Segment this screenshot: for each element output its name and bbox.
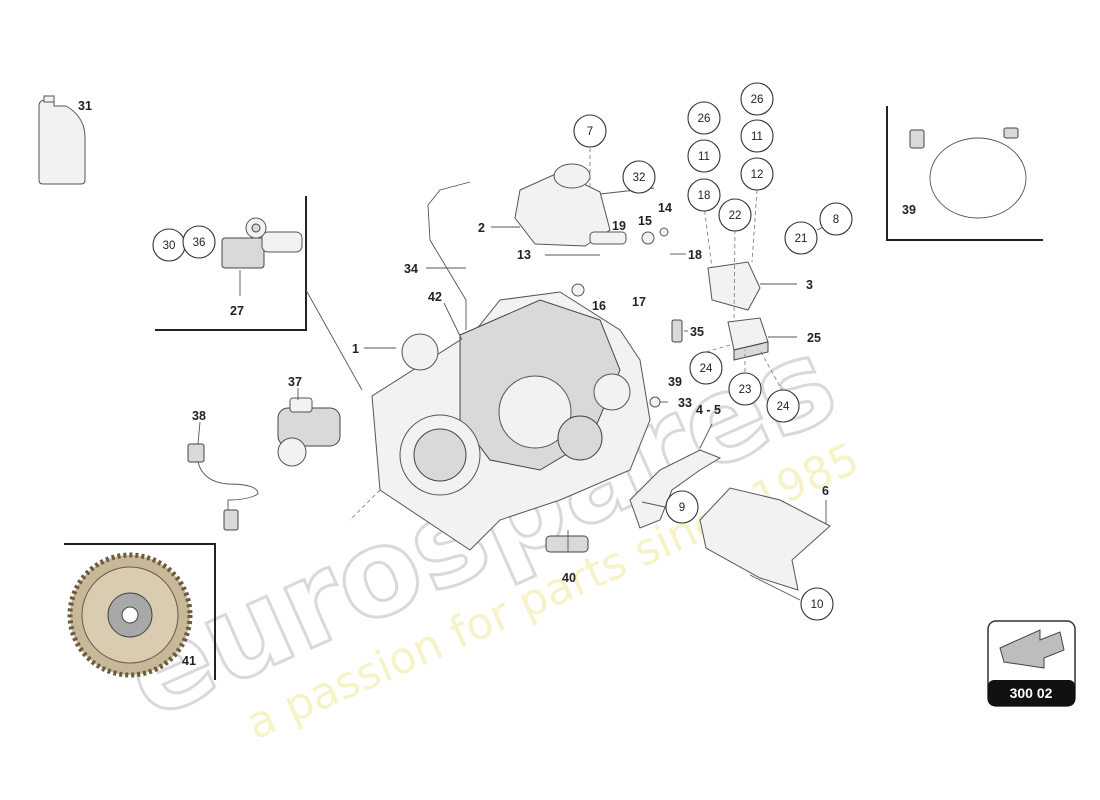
label-3: 3 bbox=[806, 278, 813, 292]
circle-label-21: 21 bbox=[784, 221, 818, 255]
label-19: 19 bbox=[612, 219, 626, 233]
label-39-main: 39 bbox=[668, 375, 682, 389]
svg-text:18: 18 bbox=[698, 190, 711, 202]
label-38: 38 bbox=[192, 409, 206, 423]
inset-frame-sensor bbox=[155, 196, 307, 331]
heat-shield-icon bbox=[699, 487, 831, 591]
circle-label-11-right: 11 bbox=[740, 119, 774, 153]
circle-label-8: 8 bbox=[819, 202, 853, 236]
svg-text:24: 24 bbox=[777, 401, 790, 413]
inset-frame-gear bbox=[64, 543, 216, 680]
bolt-icon-14 bbox=[659, 227, 669, 237]
svg-text:10: 10 bbox=[811, 599, 824, 611]
svg-text:26: 26 bbox=[751, 94, 764, 106]
label-6: 6 bbox=[822, 484, 829, 498]
leader-lines bbox=[197, 187, 827, 601]
gearwheel-icon bbox=[67, 552, 193, 678]
circle-label-26-left: 26 bbox=[687, 101, 721, 135]
washer-icon-15 bbox=[641, 231, 655, 245]
rubber-mount-icon bbox=[727, 317, 769, 361]
svg-text:9: 9 bbox=[679, 502, 685, 514]
badge-code-text: 300 02 bbox=[1010, 685, 1053, 701]
label-13: 13 bbox=[517, 248, 531, 262]
svg-text:23: 23 bbox=[739, 384, 752, 396]
circle-label-18: 18 bbox=[687, 178, 721, 212]
label-41: 41 bbox=[182, 654, 196, 668]
label-18: 18 bbox=[688, 248, 702, 262]
arrow-icon bbox=[999, 629, 1065, 669]
circle-label-11-left: 11 bbox=[687, 139, 721, 173]
circle-label-22: 22 bbox=[718, 198, 752, 232]
circle-label-12: 12 bbox=[740, 157, 774, 191]
svg-text:7: 7 bbox=[587, 126, 593, 138]
label-1: 1 bbox=[352, 342, 359, 356]
label-14: 14 bbox=[658, 201, 672, 215]
label-33: 33 bbox=[678, 396, 692, 410]
dashed-guides bbox=[349, 148, 784, 521]
circle-label-32: 32 bbox=[622, 160, 656, 194]
breather-pipe-icon bbox=[427, 181, 471, 330]
label-34: 34 bbox=[404, 262, 418, 276]
label-25: 25 bbox=[807, 331, 821, 345]
svg-text:22: 22 bbox=[729, 210, 742, 222]
label-15: 15 bbox=[638, 214, 652, 228]
svg-text:21: 21 bbox=[795, 233, 808, 245]
support-bracket-icon bbox=[629, 449, 722, 529]
label-31: 31 bbox=[78, 99, 92, 113]
circle-label-24-right: 24 bbox=[766, 389, 800, 423]
oil-bottle-icon bbox=[38, 95, 86, 185]
svg-text:12: 12 bbox=[751, 169, 764, 181]
svg-text:36: 36 bbox=[193, 237, 206, 249]
circle-label-30: 30 bbox=[152, 228, 186, 262]
circle-label-26-right: 26 bbox=[740, 82, 774, 116]
page-code-badge[interactable]: 300 02 bbox=[987, 620, 1076, 707]
plug-icon-33 bbox=[649, 396, 661, 408]
svg-text:30: 30 bbox=[163, 240, 176, 252]
svg-text:32: 32 bbox=[633, 172, 646, 184]
circled-part-labels: 7 8 9 10 11 11 12 18 21 22 23 24 24 26 2… bbox=[152, 82, 853, 621]
circle-label-7: 7 bbox=[573, 114, 607, 148]
seal-icon-16 bbox=[571, 283, 585, 297]
circle-label-24-left: 24 bbox=[689, 351, 723, 385]
svg-text:26: 26 bbox=[698, 113, 711, 125]
svg-text:11: 11 bbox=[698, 151, 710, 163]
svg-text:8: 8 bbox=[833, 214, 839, 226]
badge-code-bar bbox=[988, 680, 1075, 706]
starter-motor-icon bbox=[277, 397, 341, 467]
inset-frame-wiring bbox=[886, 106, 1043, 241]
label-42: 42 bbox=[428, 290, 442, 304]
circle-label-23: 23 bbox=[728, 372, 762, 406]
svg-text:24: 24 bbox=[700, 363, 713, 375]
label-37: 37 bbox=[288, 375, 302, 389]
circle-label-10: 10 bbox=[800, 587, 834, 621]
position-sensor-icon bbox=[221, 217, 303, 269]
label-16: 16 bbox=[592, 299, 606, 313]
label-17: 17 bbox=[632, 295, 646, 309]
label-4-5: 4 - 5 bbox=[696, 403, 721, 417]
circle-label-36: 36 bbox=[182, 225, 216, 259]
label-40: 40 bbox=[562, 571, 576, 585]
label-27: 27 bbox=[230, 304, 244, 318]
gear-selector-unit-icon bbox=[514, 163, 627, 247]
label-35: 35 bbox=[690, 325, 704, 339]
circle-label-9: 9 bbox=[665, 490, 699, 524]
label-39-inset: 39 bbox=[902, 203, 916, 217]
speed-sensor-icon bbox=[545, 535, 589, 553]
part-number-labels: 1 2 3 4 - 5 6 13 14 15 16 17 18 19 25 27… bbox=[78, 99, 916, 668]
svg-text:11: 11 bbox=[751, 131, 763, 143]
label-2: 2 bbox=[478, 221, 485, 235]
inset-leader-sensor bbox=[305, 289, 363, 391]
transmission-housing-icon bbox=[371, 291, 651, 551]
pressure-sensor-icon bbox=[671, 319, 683, 343]
wiring-harness-icon bbox=[909, 127, 1027, 219]
speed-sensor-cable-icon bbox=[187, 443, 259, 531]
